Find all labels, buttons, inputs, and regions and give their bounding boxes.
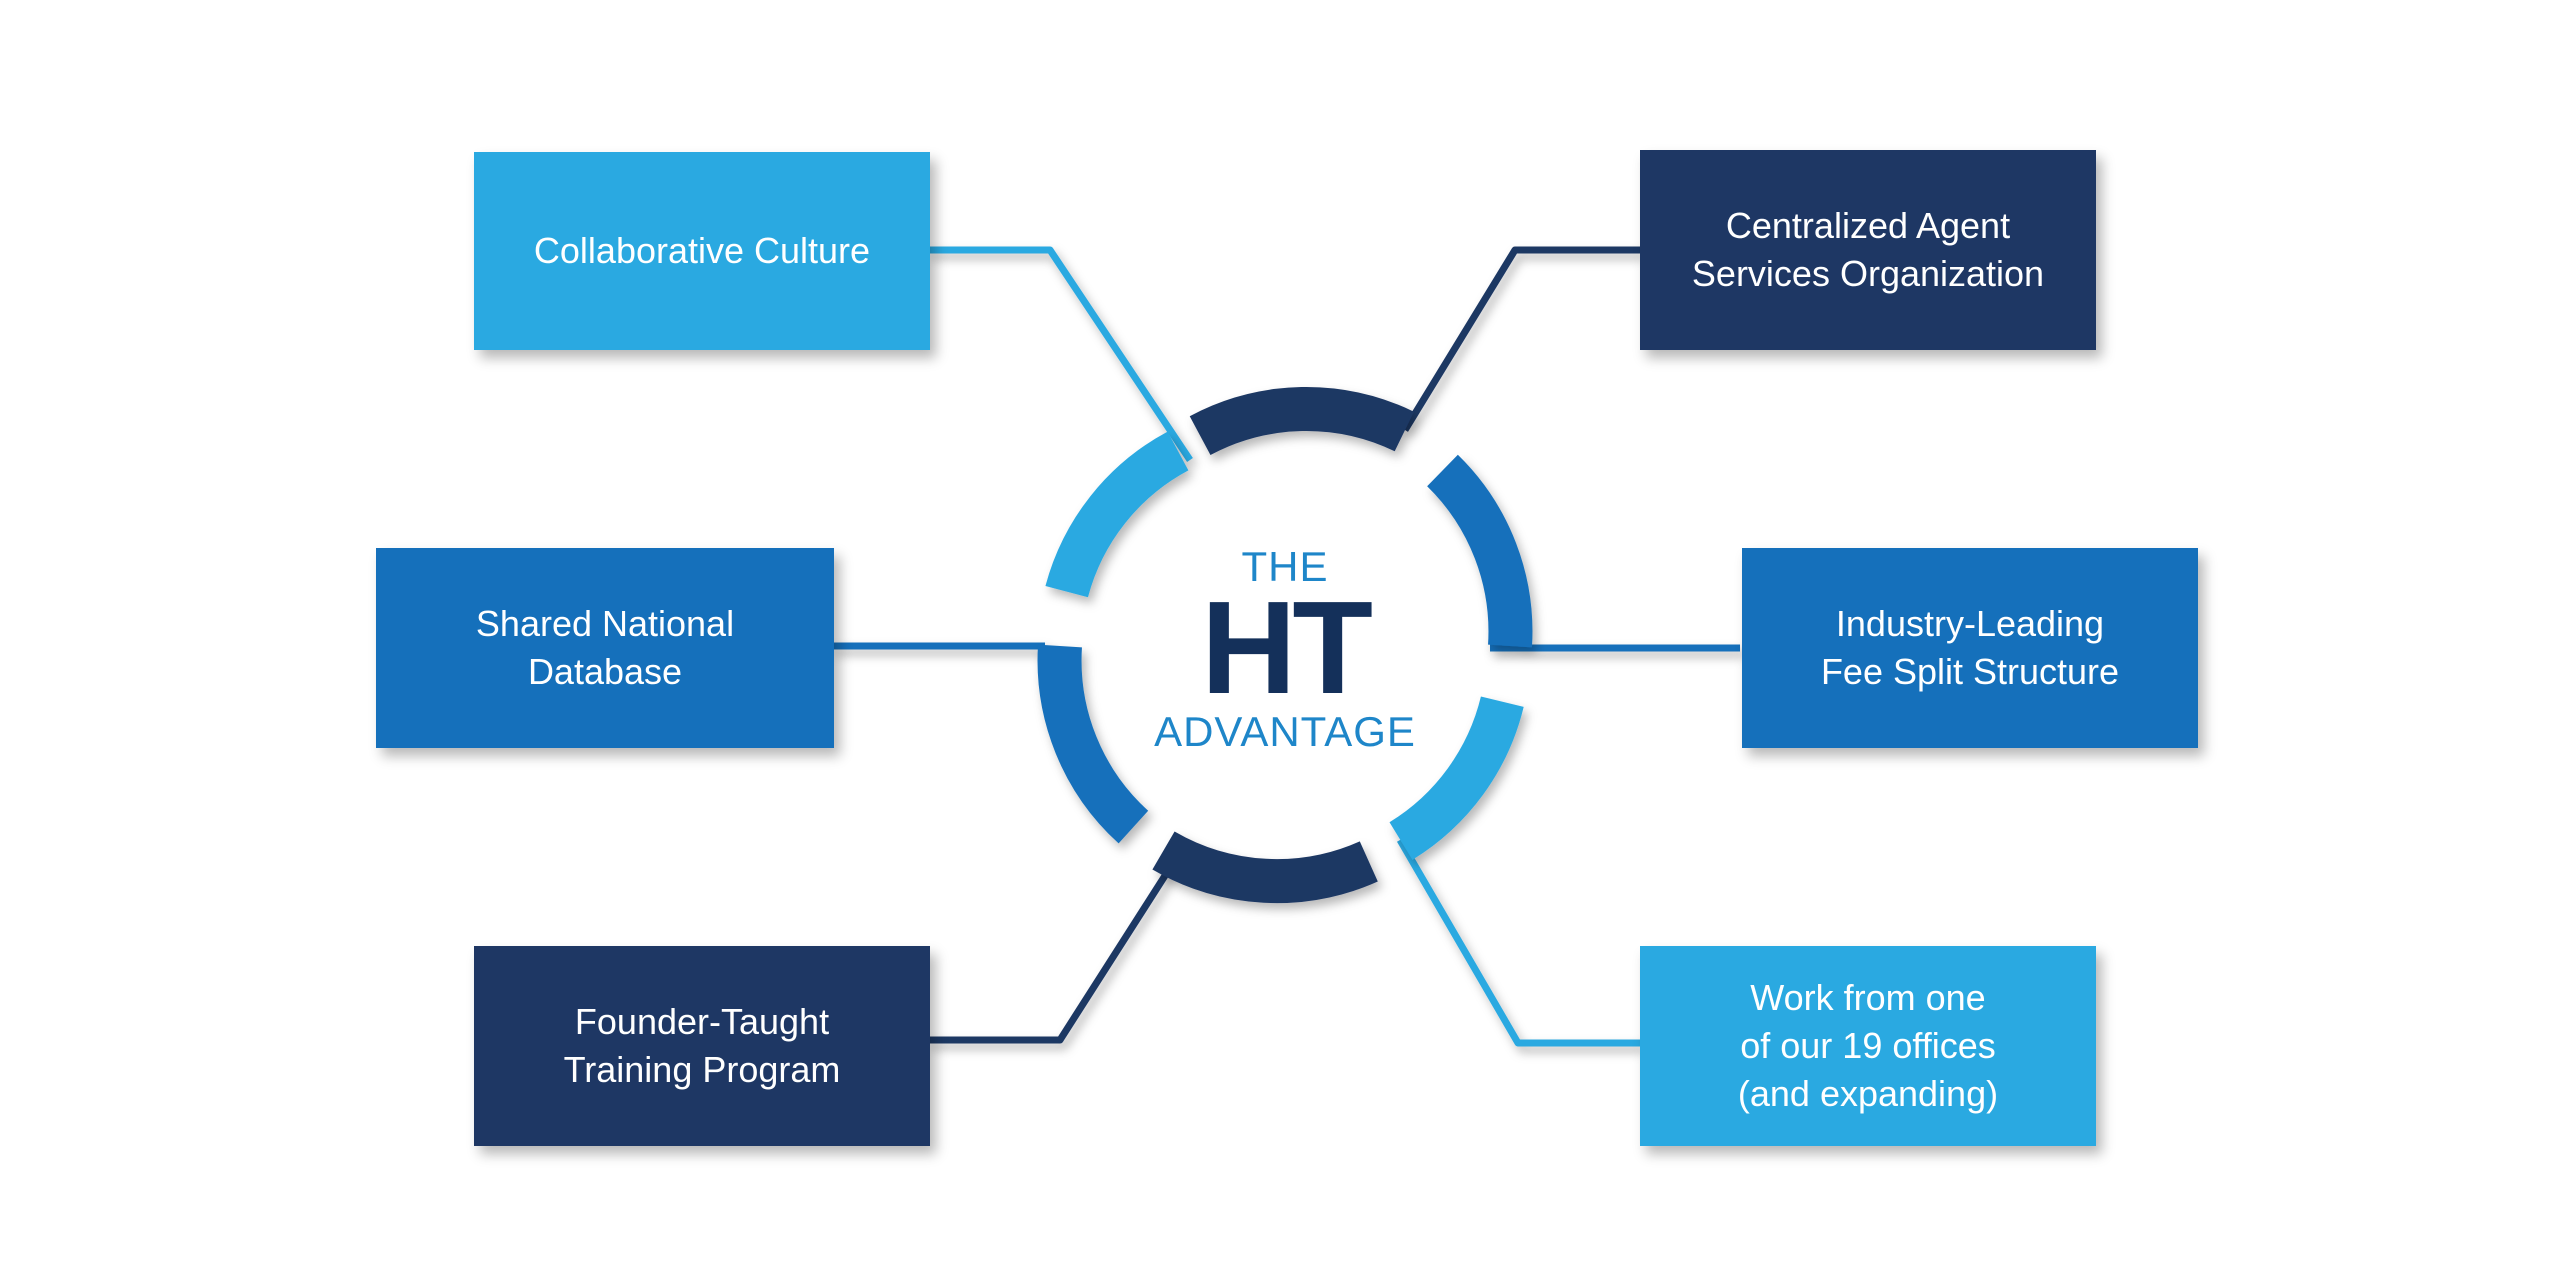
center-title: THE HT ADVANTAGE (1115, 545, 1455, 757)
node-industry-leading-fee-split: Industry-Leading Fee Split Structure (1742, 548, 2198, 748)
ring-segment-bottom (1152, 831, 1378, 904)
center-title-ht: HT (1201, 574, 1373, 721)
ring-segment-upper-left (1045, 431, 1189, 598)
node-founder-taught-training: Founder-Taught Training Program (474, 946, 930, 1146)
node-label-line: Shared National (475, 603, 735, 644)
node-label-line: Database (527, 651, 683, 692)
ring-segment-upper-right (1426, 454, 1533, 648)
node-label-line: Training Program (563, 1049, 841, 1090)
connector-centralized-agent-services (1402, 246, 1640, 432)
node-offices: Work from one of our 19 offices (and exp… (1640, 946, 2096, 1146)
center-title-advantage: ADVANTAGE (1154, 708, 1416, 755)
node-label-line: (and expanding) (1737, 1073, 1999, 1114)
node-shared-national-database: Shared National Database (376, 548, 834, 748)
node-label-line: Fee Split Structure (1820, 651, 2120, 692)
connector-founder-taught-training (928, 858, 1178, 1044)
node-label-line: Founder-Taught (574, 1001, 830, 1042)
node-label-line: Centralized Agent (1725, 205, 2011, 246)
node-centralized-agent-services: Centralized Agent Services Organization (1640, 150, 2096, 350)
node-label-line: Industry-Leading (1835, 603, 2105, 644)
connector-offices (1396, 838, 1640, 1047)
node-label-line: Work from one (1750, 977, 1986, 1018)
center-title-the: THE (1241, 543, 1329, 590)
ring-segment-lower-right (1389, 696, 1524, 860)
connector-collaborative-culture (928, 246, 1193, 462)
ring-segment-lower-left (1037, 644, 1149, 844)
ring-segment-top (1189, 387, 1414, 456)
node-label-line: Collaborative Culture (533, 230, 871, 271)
node-label-line: Services Organization (1691, 253, 2045, 294)
node-label-line: of our 19 offices (1740, 1025, 1996, 1066)
node-collaborative-culture: Collaborative Culture (474, 152, 930, 350)
